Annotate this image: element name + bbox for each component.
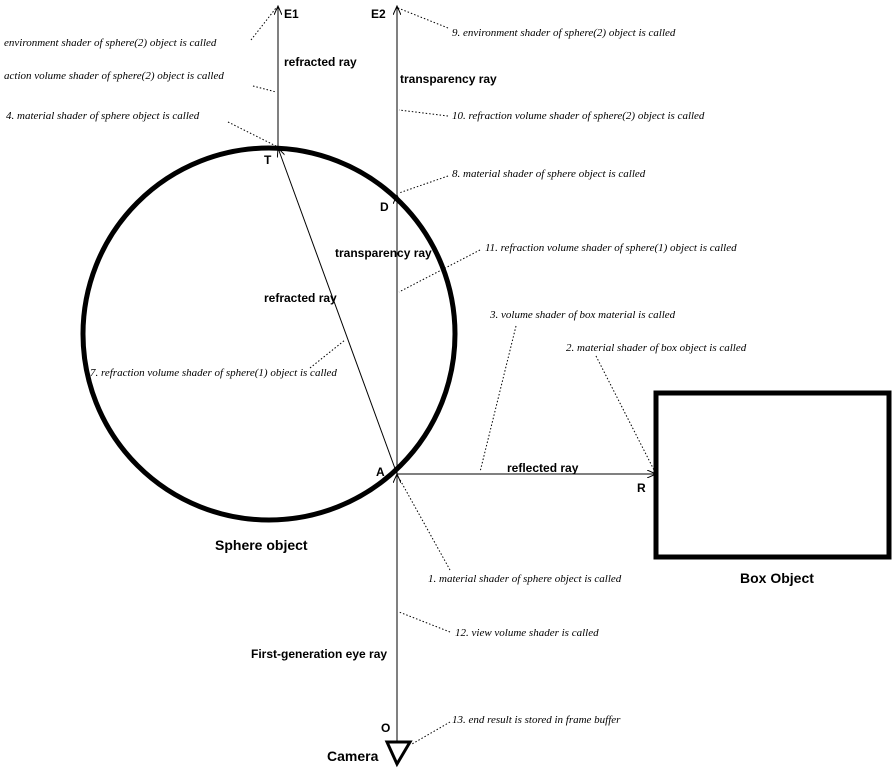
leader-n5-upper bbox=[250, 7, 277, 41]
sphere-outline bbox=[80, 145, 458, 523]
note-12: 12. view volume shader is called bbox=[455, 627, 599, 639]
refracted-ray-inner-line bbox=[278, 148, 398, 475]
note-3: 3. volume shader of box material is call… bbox=[489, 309, 676, 321]
note-2: 2. material shader of box object is call… bbox=[566, 342, 747, 354]
note-4: 4. material shader of sphere object is c… bbox=[6, 110, 200, 122]
point-e1-label: E1 bbox=[284, 7, 299, 21]
leader-n2 bbox=[595, 355, 655, 471]
point-d-label: D bbox=[380, 200, 389, 214]
leader-n9-upper bbox=[397, 7, 449, 29]
note-1: 1. material shader of sphere object is c… bbox=[428, 573, 622, 585]
note-5: environment shader of sphere(2) object i… bbox=[4, 37, 217, 49]
note-7: 7. refraction volume shader of sphere(1)… bbox=[90, 367, 337, 379]
point-a-label: A bbox=[376, 465, 385, 479]
point-t-label: T bbox=[264, 153, 272, 167]
note-8: 8. material shader of sphere object is c… bbox=[452, 168, 646, 180]
transparency-ray-inner-label: transparency ray bbox=[335, 246, 432, 260]
leader-n13 bbox=[411, 721, 451, 745]
leader-n3 bbox=[479, 325, 517, 473]
leader-n4 bbox=[227, 121, 277, 147]
leader-n8 bbox=[398, 175, 449, 194]
camera-label: Camera bbox=[327, 748, 379, 764]
point-o-label: O bbox=[381, 721, 390, 735]
note-11: 11. refraction volume shader of sphere(1… bbox=[485, 242, 737, 254]
eye-ray-label: First-generation eye ray bbox=[251, 647, 387, 661]
leader-n10 bbox=[398, 109, 449, 117]
leader-n11 bbox=[398, 249, 481, 293]
sphere-object-label: Sphere object bbox=[215, 537, 308, 553]
refracted-ray-upper-label: refracted ray bbox=[284, 55, 357, 69]
note-13: 13. end result is stored in frame buffer bbox=[452, 714, 621, 726]
note-9: 9. environment shader of sphere(2) objec… bbox=[452, 27, 676, 39]
transparency-ray-upper-label: transparency ray bbox=[400, 72, 497, 86]
note-10: 10. refraction volume shader of sphere(2… bbox=[452, 110, 705, 122]
refracted-ray-inner-label: refracted ray bbox=[264, 291, 337, 305]
note-6: action volume shader of sphere(2) object… bbox=[4, 70, 224, 82]
leader-n12 bbox=[398, 611, 451, 633]
leader-n1 bbox=[398, 477, 451, 571]
camera-icon bbox=[384, 740, 413, 768]
point-e2-label: E2 bbox=[371, 7, 386, 21]
box-outline bbox=[653, 390, 892, 560]
leader-n7 bbox=[309, 339, 346, 369]
reflected-ray-label: reflected ray bbox=[507, 461, 579, 475]
box-object-label: Box Object bbox=[740, 570, 814, 586]
point-r-label: R bbox=[637, 481, 646, 495]
leader-n6 bbox=[252, 85, 277, 93]
